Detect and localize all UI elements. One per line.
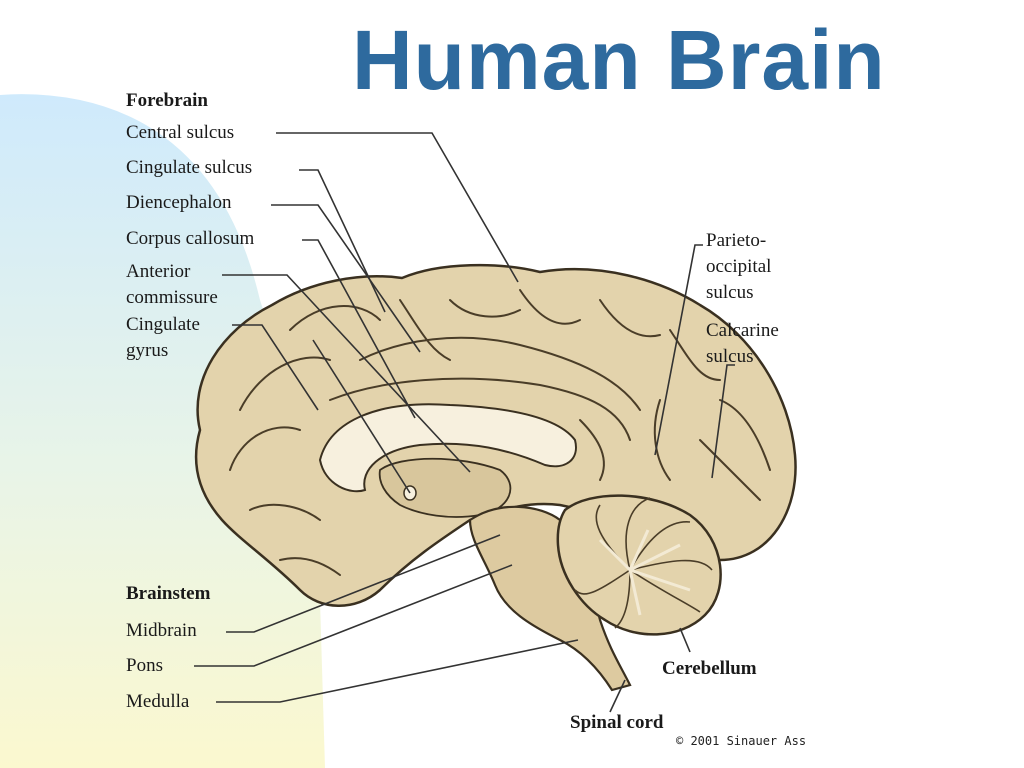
label-cerebellum: Cerebellum [662, 656, 757, 682]
label-cingulate-sulcus: Cingulate sulcus [126, 155, 252, 181]
label-cingulate-gyrus-line2: gyrus [126, 338, 168, 364]
label-calcarine-line2: sulcus [706, 344, 754, 370]
label-medulla: Medulla [126, 689, 189, 715]
leader-cerebellum [680, 628, 690, 652]
label-midbrain: Midbrain [126, 618, 197, 644]
label-central-sulcus: Central sulcus [126, 120, 234, 146]
copyright-text: © 2001 Sinauer Ass [676, 734, 806, 748]
label-corpus-callosum: Corpus callosum [126, 226, 254, 252]
label-cingulate-gyrus-line1: Cingulate [126, 312, 200, 338]
label-anterior-commissure-line2: commissure [126, 285, 218, 311]
label-spinal-cord: Spinal cord [570, 710, 663, 736]
label-parieto-occipital-line2: occipital [706, 254, 771, 280]
label-diencephalon: Diencephalon [126, 190, 232, 216]
label-anterior-commissure-line1: Anterior [126, 259, 190, 285]
label-pons: Pons [126, 653, 163, 679]
label-calcarine-line1: Calcarine [706, 318, 779, 344]
label-parieto-occipital-line3: sulcus [706, 280, 754, 306]
leader-central-sulcus [276, 133, 518, 282]
leader-medulla [216, 640, 578, 702]
label-brainstem: Brainstem [126, 581, 210, 607]
label-parieto-occipital-line1: Parieto- [706, 228, 766, 254]
label-forebrain: Forebrain [126, 88, 208, 114]
